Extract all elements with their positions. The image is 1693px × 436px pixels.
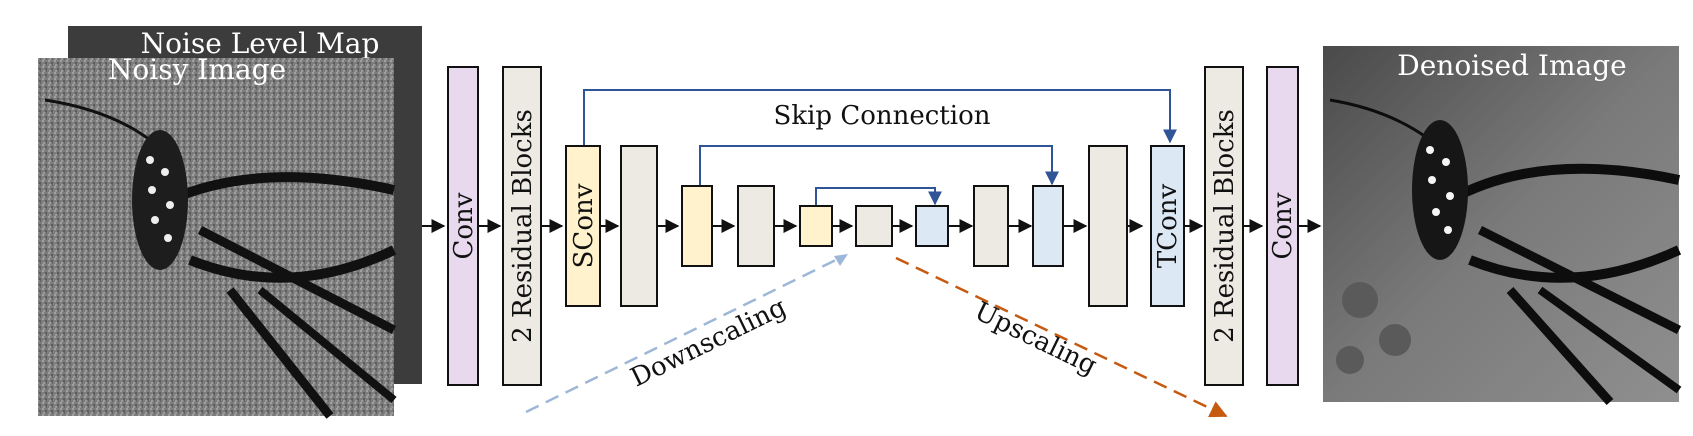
block-residual-in: 2 Residual Blocks (502, 66, 542, 386)
downscaling-arrow (525, 254, 845, 414)
block-tconv: TConv (1150, 145, 1185, 307)
block-bottleneck (855, 205, 893, 247)
skip-connection-inner (815, 187, 942, 206)
skip-connection-middle (699, 145, 1059, 186)
downscaling-label: Downscaling (626, 292, 791, 393)
noise-level-map-label: Noise Level Map (141, 27, 380, 60)
block-feature-1 (620, 145, 658, 307)
upscaling-arrow (895, 256, 1228, 418)
block-down-1 (681, 185, 713, 267)
skip-connection-label: Skip Connection (774, 101, 991, 131)
block-feature-3 (973, 185, 1009, 267)
sconv-label: SConv (569, 183, 599, 268)
conv-out-label: Conv (1268, 192, 1298, 259)
skip-connection-outer (583, 89, 1177, 146)
denoised-image: Denoised Image (1323, 46, 1682, 405)
skip-connections (583, 89, 1177, 206)
tconv-label: TConv (1153, 184, 1183, 269)
block-feature-4 (1088, 145, 1128, 307)
upscaling-label: Upscaling (970, 296, 1102, 381)
denoised-image-label: Denoised Image (1397, 49, 1626, 82)
residual-in-label: 2 Residual Blocks (508, 109, 538, 343)
block-sconv: SConv (565, 145, 601, 307)
block-conv-out: Conv (1266, 66, 1299, 386)
denoised-butterfly-illustration (1329, 98, 1682, 405)
block-down-2 (799, 205, 833, 247)
noisy-image: Noisy Image (38, 53, 397, 419)
block-conv-in: Conv (447, 66, 479, 386)
noisy-image-label: Noisy Image (108, 53, 286, 86)
block-residual-out: 2 Residual Blocks (1204, 66, 1244, 386)
butterfly-illustration (44, 98, 397, 419)
block-up-2 (1032, 185, 1064, 267)
block-feature-2 (737, 185, 775, 267)
conv-in-label: Conv (449, 192, 479, 259)
residual-out-label: 2 Residual Blocks (1210, 109, 1240, 343)
downscaling-arrowhead (834, 254, 848, 266)
block-up-1 (915, 205, 949, 247)
